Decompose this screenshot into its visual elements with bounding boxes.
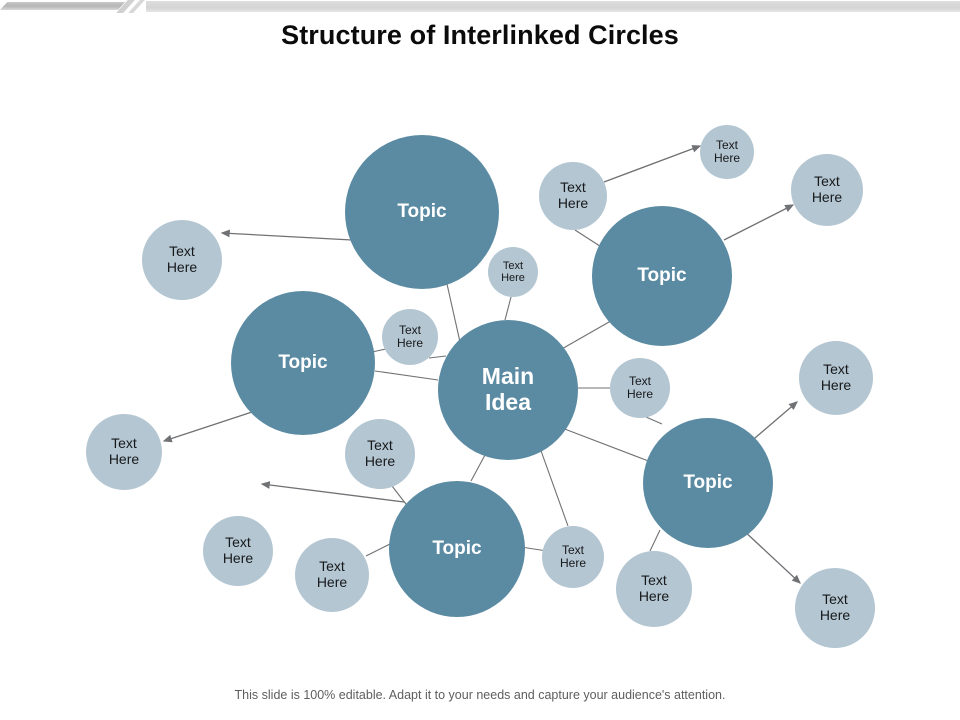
leaf-inner-right[interactable]: Text Here: [610, 358, 670, 418]
leaf-far-left-lower-label: Text Here: [108, 435, 140, 467]
leaf-top-center[interactable]: Text Here: [539, 162, 607, 230]
link-topic-lower-rt-to-inner-rt: [645, 416, 663, 425]
link-topic-top-left-to-far-left: [220, 229, 353, 241]
link-main-to-leaf-inner-upper: [504, 296, 512, 321]
topic-left-label: Topic: [278, 352, 328, 374]
leaf-right-middle[interactable]: Text Here: [799, 341, 873, 415]
page-title: Structure of Interlinked Circles: [281, 20, 679, 50]
leaf-bottom-far-right-label: Text Here: [819, 591, 851, 623]
main-idea[interactable]: Main Idea: [438, 320, 578, 460]
link-topic-lower-rt-to-far-rt: [747, 401, 798, 445]
leaf-inner-upper[interactable]: Text Here: [488, 247, 538, 297]
topic-bottom[interactable]: Topic: [389, 481, 525, 617]
leaf-bottom-right-mid-label: Text Here: [638, 572, 670, 604]
leaf-bottom-center-label: Text Here: [559, 542, 586, 570]
leaf-inner-left[interactable]: Text Here: [382, 309, 438, 365]
leaf-far-left-lower[interactable]: Text Here: [86, 414, 162, 490]
leaf-bottom-center[interactable]: Text Here: [542, 526, 604, 588]
leaf-far-left-upper[interactable]: Text Here: [142, 220, 222, 300]
leaf-inner-right-label: Text Here: [626, 373, 653, 401]
leaf-bottom-left-mid[interactable]: Text Here: [295, 538, 369, 612]
link-topic-upper-right-to-large: [723, 204, 795, 241]
link-main-to-topic-left: [374, 370, 439, 381]
link-main-to-topic-top-left: [446, 283, 461, 343]
banner-bar-right: [146, 1, 960, 12]
topic-left[interactable]: Topic: [231, 291, 375, 435]
link-main-to-topic-bottom: [470, 454, 486, 482]
topic-lower-right-label: Topic: [683, 472, 733, 494]
link-main-to-topic-upper-right: [559, 317, 617, 351]
link-topic-lower-rt-to-btm-far: [741, 528, 801, 584]
topic-top-left[interactable]: Topic: [345, 135, 499, 289]
link-main-to-topic-lower-right: [561, 427, 652, 463]
leaf-inner-left-label: Text Here: [396, 322, 423, 350]
header-banner: [0, 0, 960, 13]
leaf-top-right-small[interactable]: Text Here: [700, 125, 754, 179]
leaf-mid-left-lower[interactable]: Text Here: [345, 419, 415, 489]
leaf-bottom-right-mid[interactable]: Text Here: [616, 551, 692, 627]
leaf-mid-left-lower-label: Text Here: [364, 437, 396, 469]
footer-note: This slide is 100% editable. Adapt it to…: [234, 688, 726, 702]
leaf-far-left-upper-label: Text Here: [166, 243, 198, 275]
link-topic-lower-rt-to-btm-rmid: [649, 529, 661, 552]
topic-lower-right[interactable]: Topic: [643, 418, 773, 548]
main-idea-label: Main Idea: [481, 363, 535, 415]
leaf-bottom-left-mid-label: Text Here: [316, 558, 348, 590]
link-top-center-to-top-right: [603, 145, 702, 183]
leaf-top-center-label: Text Here: [557, 179, 589, 211]
link-main-to-leaf-inner-left: [428, 355, 447, 359]
link-topic-left-to-far-left-low: [162, 411, 253, 443]
leaf-right-middle-label: Text Here: [820, 361, 852, 393]
topic-top-left-label: Topic: [397, 201, 447, 223]
topic-bottom-label: Topic: [432, 538, 482, 560]
leaf-top-right-large-label: Text Here: [811, 173, 843, 205]
topic-upper-right[interactable]: Topic: [592, 206, 732, 346]
leaf-top-right-small-label: Text Here: [713, 137, 740, 165]
leaf-bottom-far-right[interactable]: Text Here: [795, 568, 875, 648]
leaf-bottom-left[interactable]: Text Here: [203, 516, 273, 586]
leaf-inner-upper-label: Text Here: [501, 259, 525, 284]
topic-upper-right-label: Topic: [637, 265, 687, 287]
leaf-bottom-left-label: Text Here: [222, 534, 254, 566]
link-main-to-leaf-bottom-center: [539, 447, 569, 527]
leaf-top-right-large[interactable]: Text Here: [791, 154, 863, 226]
link-topic-bottom-to-mid-left: [260, 481, 405, 503]
